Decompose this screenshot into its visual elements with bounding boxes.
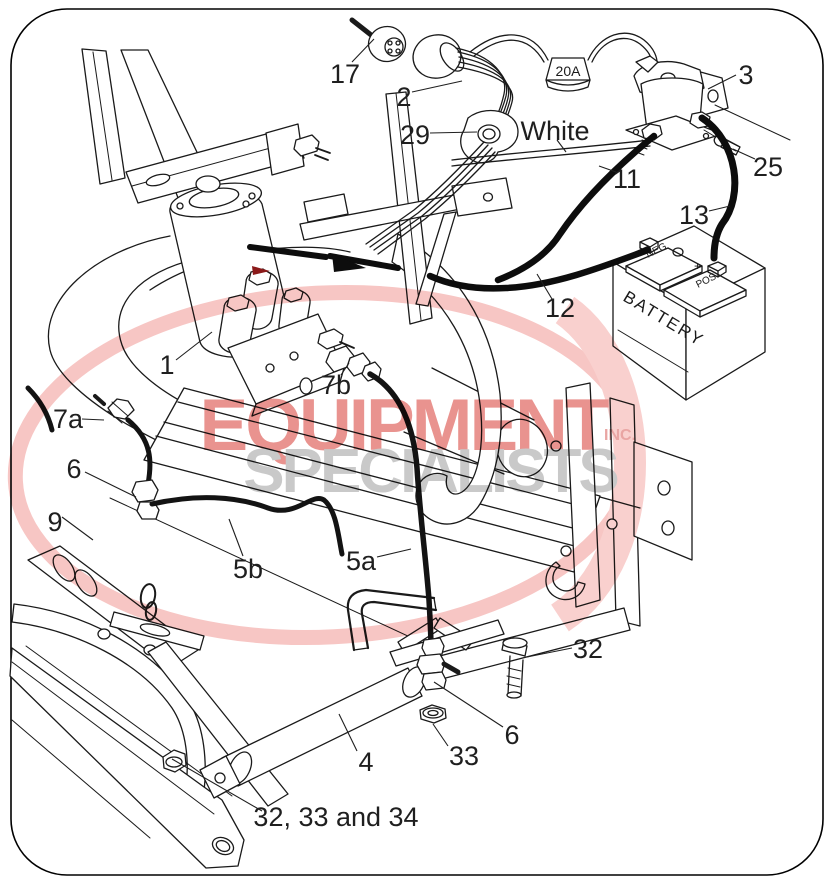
callout-12: 12	[545, 293, 575, 323]
callout-3: 3	[738, 60, 753, 90]
hose-5b	[149, 495, 345, 557]
hydraulic-hoses	[25, 345, 461, 691]
leader-lines	[61, 38, 756, 812]
callout-7b: 7b	[321, 370, 351, 400]
cable-arrow	[332, 254, 366, 272]
fuse-label: 20A	[556, 63, 582, 79]
callout-32: 32	[573, 634, 603, 664]
wiring-harness	[349, 17, 658, 255]
callout-2: 2	[396, 82, 411, 112]
callout-5a: 5a	[346, 546, 377, 576]
callout-6b: 6	[504, 720, 519, 750]
callout-32-33-34: 32, 33 and 34	[253, 802, 418, 832]
callout-9: 9	[47, 507, 62, 537]
callouts: 17 2 29 White 3 25 11 13 12 1 7b 7a 6 9 …	[47, 38, 783, 832]
solenoid-3	[625, 55, 791, 156]
watermark-word2: SPECIALISTS	[243, 437, 617, 506]
callout-4: 4	[358, 747, 373, 777]
callout-13: 13	[679, 200, 709, 230]
cable-13	[698, 114, 739, 262]
callout-11: 11	[613, 164, 641, 194]
red-arrow	[252, 266, 270, 275]
callout-1: 1	[159, 350, 174, 380]
battery-plus-sign: +	[694, 259, 701, 273]
callout-29: 29	[400, 120, 430, 150]
hardware	[419, 637, 528, 724]
watermark: EQUIPMENT SPECIALISTS INC.	[7, 284, 646, 646]
white-wire	[451, 139, 651, 167]
callout-5b: 5b	[233, 554, 263, 584]
connector-2	[412, 34, 462, 79]
callout-17: 17	[330, 59, 360, 89]
cable-12-battery	[426, 246, 652, 292]
callout-6a: 6	[66, 454, 81, 484]
lift-channel	[299, 91, 513, 525]
callout-white: White	[520, 116, 589, 146]
callout-33: 33	[449, 741, 479, 771]
cable-12-solenoid	[494, 132, 658, 284]
power-cables	[247, 114, 739, 292]
hose-7a	[125, 417, 153, 487]
watermark-word1: EQUIPMENT	[200, 385, 609, 466]
fuse-wires	[469, 32, 658, 68]
callout-7a: 7a	[53, 404, 84, 434]
watermark-suffix: INC.	[604, 427, 636, 444]
callout-25: 25	[753, 152, 783, 182]
watermark-ring-swoosh	[550, 296, 646, 632]
battery: BATTERY NEG POS +	[612, 225, 766, 401]
